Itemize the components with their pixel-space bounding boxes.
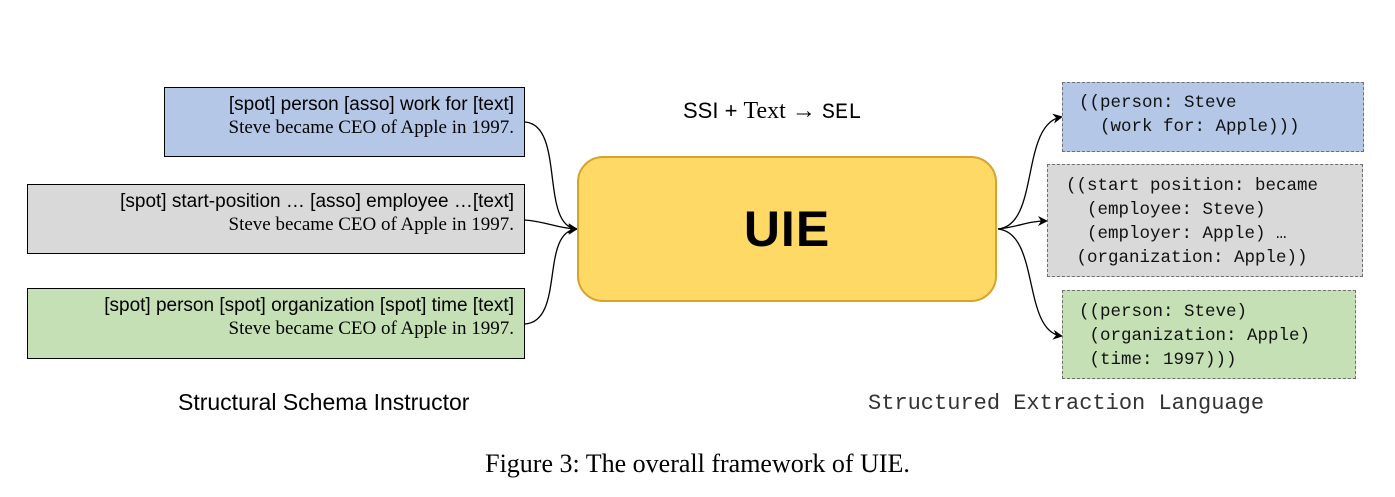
- arrow-uie-to-output-3: [997, 228, 1063, 340]
- input-box-relation: [spot] person [asso] work for [text] Ste…: [164, 87, 525, 157]
- arrow-input-2-to-uie: [524, 219, 578, 234]
- structural-schema-instructor-label: Structural Schema Instructor: [178, 389, 470, 415]
- uie-model-label: UIE: [743, 201, 831, 257]
- figure-caption: Figure 3: The overall framework of UIE.: [485, 449, 910, 478]
- formula-ssi: SSI +: [683, 98, 744, 123]
- input-sentence: Steve became CEO of Apple in 1997.: [228, 214, 514, 235]
- output-box-relation: ((person: Steve (work for: Apple))): [1062, 82, 1364, 152]
- arrow-uie-to-output-1: [997, 113, 1063, 230]
- input-box-event: [spot] start-position … [asso] employee …: [27, 184, 525, 254]
- input-schema: [spot] person [spot] organization [spot]…: [104, 295, 514, 316]
- uie-model-box: UIE: [577, 156, 997, 302]
- arrow-uie-to-output-2: [997, 216, 1048, 230]
- input-schema: [spot] start-position … [asso] employee …: [120, 191, 514, 212]
- formula-text-arrow: Text →: [743, 98, 822, 124]
- input-sentence: Steve became CEO of Apple in 1997.: [228, 117, 514, 138]
- output-box-event: ((start position: became (employee: Stev…: [1047, 164, 1363, 277]
- arrow-input-3-to-uie: [524, 224, 578, 325]
- formula-sel: SEL: [821, 100, 862, 125]
- arrow-input-1-to-uie: [524, 121, 578, 234]
- output-box-entity: ((person: Steve) (organization: Apple) (…: [1062, 290, 1356, 379]
- input-sentence: Steve became CEO of Apple in 1997.: [228, 318, 514, 339]
- structured-extraction-language-label: Structured Extraction Language: [868, 391, 1265, 416]
- input-box-entity: [spot] person [spot] organization [spot]…: [27, 288, 525, 359]
- ssi-text-to-sel-formula: SSI + Text → SEL: [683, 98, 861, 125]
- input-schema: [spot] person [asso] work for [text]: [228, 94, 514, 115]
